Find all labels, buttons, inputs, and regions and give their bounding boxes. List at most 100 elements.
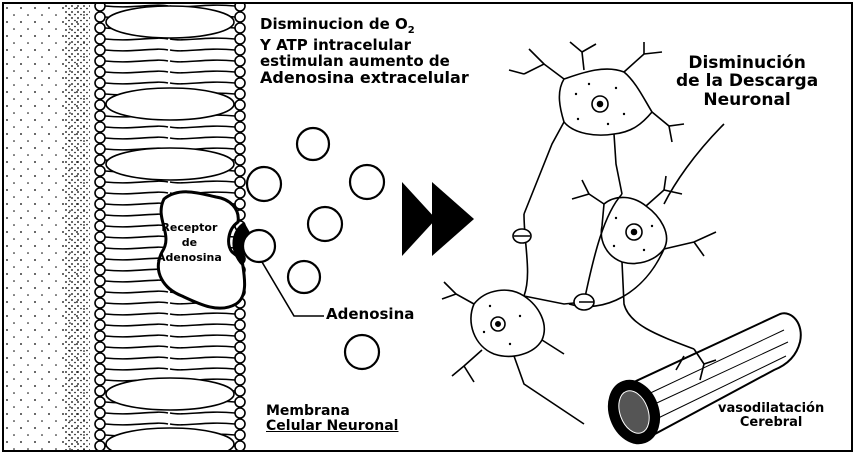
membrane-pocket <box>106 88 234 120</box>
lipid-tail <box>105 335 168 337</box>
lipid-tail <box>105 302 168 304</box>
phospholipid-head <box>95 397 105 407</box>
stimulus-text: Disminucion de O2 Y ATP intracelular est… <box>260 16 469 86</box>
discharge-text: Disminución de la Descarga Neuronal <box>676 54 818 109</box>
phospholipid-head <box>235 12 245 22</box>
phospholipid-head <box>95 100 105 110</box>
lipid-tail <box>170 346 235 348</box>
lipid-tail <box>105 291 168 293</box>
lipid-tail <box>105 280 168 282</box>
lipid-tail <box>105 203 168 205</box>
lipid-tail <box>170 137 235 139</box>
phospholipid-head <box>95 331 105 341</box>
phospholipid-head <box>95 375 105 385</box>
lipid-tail <box>105 192 168 194</box>
phospholipid-head <box>95 23 105 33</box>
lipid-tail <box>170 324 235 326</box>
membrane-pocket <box>106 6 234 38</box>
lipid-tail <box>105 423 168 425</box>
phospholipid-head <box>235 155 245 165</box>
phospholipid-head <box>95 56 105 66</box>
lipid-tail <box>170 82 235 84</box>
membrane-outer-shade <box>64 4 90 452</box>
stimulus-line2: Y ATP intracelular <box>260 37 469 53</box>
adenosine-molecule <box>288 261 320 293</box>
phospholipid-head <box>95 243 105 253</box>
phospholipid-head <box>235 100 245 110</box>
phospholipid-head <box>95 342 105 352</box>
phospholipid-head <box>95 353 105 363</box>
phospholipid-head <box>235 364 245 374</box>
lipid-tail <box>170 49 235 51</box>
membrane-text: Membrana Celular Neuronal <box>266 404 398 434</box>
phospholipid-head <box>235 89 245 99</box>
lipid-tail <box>170 60 235 62</box>
discharge-line3: Neuronal <box>676 91 818 109</box>
lipid-tail <box>105 126 168 128</box>
lipid-tail <box>105 49 168 51</box>
phospholipid-head <box>235 23 245 33</box>
phospholipid-head <box>95 408 105 418</box>
phospholipid-head <box>235 45 245 55</box>
phospholipid-head <box>95 419 105 429</box>
neuron-bottom <box>471 290 544 356</box>
adenosine-molecule <box>297 128 329 160</box>
lipid-tail <box>170 71 235 73</box>
phospholipid-head <box>235 331 245 341</box>
phospholipid-head <box>95 276 105 286</box>
stimulus-line4: Adenosina extracelular <box>260 69 469 86</box>
phospholipid-head <box>95 177 105 187</box>
phospholipid-head <box>235 353 245 363</box>
phospholipid-head <box>235 320 245 330</box>
phospholipid-head <box>95 111 105 121</box>
lipid-tail <box>105 357 168 359</box>
phospholipid-head <box>95 188 105 198</box>
lipid-tail <box>170 126 235 128</box>
lipid-tail <box>170 335 235 337</box>
phospholipid-head <box>235 177 245 187</box>
phospholipid-head <box>95 210 105 220</box>
vasodilation-line1: vasodilatación <box>718 402 824 416</box>
discharge-line2: de la Descarga <box>676 72 818 90</box>
phospholipid-head <box>235 166 245 176</box>
phospholipid-head <box>235 67 245 77</box>
lipid-tail <box>170 313 235 315</box>
phospholipid-head <box>95 199 105 209</box>
phospholipid-head <box>235 386 245 396</box>
discharge-line1: Disminución <box>676 54 818 72</box>
phospholipid-head <box>95 221 105 231</box>
phospholipid-head <box>95 34 105 44</box>
membrane-line2: Celular Neuronal <box>266 419 398 434</box>
phospholipid-head <box>235 342 245 352</box>
phospholipid-head <box>235 111 245 121</box>
phospholipid-head <box>235 56 245 66</box>
phospholipid-head <box>95 287 105 297</box>
phospholipid-head <box>235 122 245 132</box>
lipid-tail <box>105 71 168 73</box>
vasodilation-text: vasodilatación Cerebral <box>718 402 824 430</box>
phospholipid-head <box>95 155 105 165</box>
phospholipid-head <box>235 4 245 11</box>
adenosine-molecule <box>308 207 342 241</box>
phospholipid-head <box>95 45 105 55</box>
vasodilation-line2: Cerebral <box>718 416 824 430</box>
adenosine-molecule <box>345 335 379 369</box>
adenosine-molecule <box>247 167 281 201</box>
phospholipid-head <box>95 12 105 22</box>
lipid-tail <box>105 368 168 370</box>
lipid-tail <box>170 412 235 414</box>
phospholipid-head <box>235 408 245 418</box>
stimulus-o2-sub: 2 <box>408 25 415 36</box>
lipid-tail <box>105 346 168 348</box>
lipid-tail <box>105 82 168 84</box>
phospholipid-head <box>95 89 105 99</box>
adenosine-molecules <box>243 128 384 369</box>
lipid-tail <box>105 412 168 414</box>
lipid-tail <box>170 368 235 370</box>
phospholipid-head <box>235 375 245 385</box>
phospholipid-head <box>235 34 245 44</box>
phospholipid-head <box>235 309 245 319</box>
phospholipid-head <box>95 430 105 440</box>
phospholipid-head <box>95 364 105 374</box>
phospholipid-head <box>95 386 105 396</box>
